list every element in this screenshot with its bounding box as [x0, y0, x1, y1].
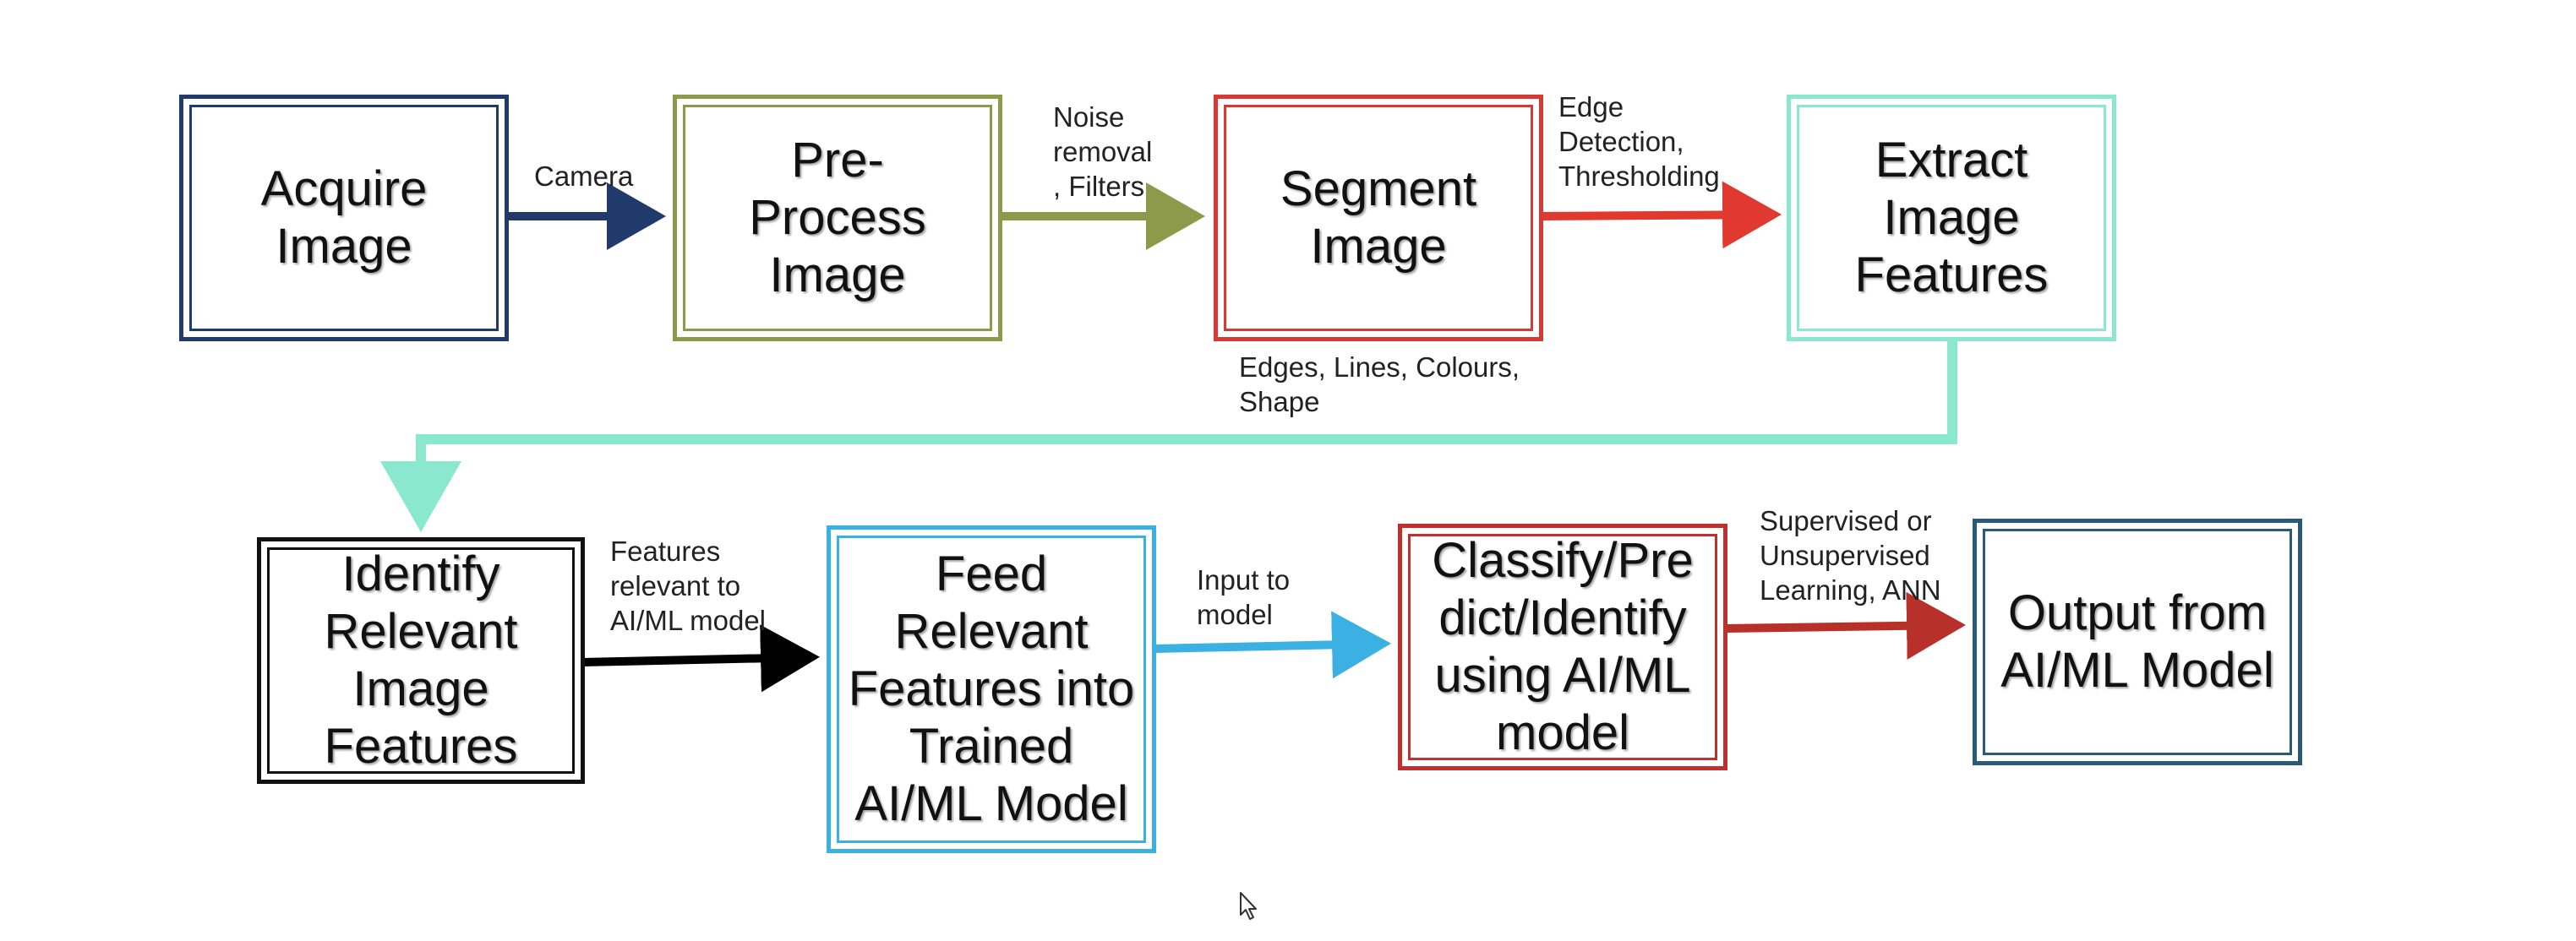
box-segment-image: Segment Image — [1214, 95, 1543, 341]
box-preprocess-image: Pre- Process Image — [673, 95, 1002, 341]
box-output-model-label: Output from AI/ML Model — [2000, 585, 2274, 698]
label-input-to-model: Input to model — [1197, 564, 1291, 630]
box-acquire-image-label: Acquire Image — [260, 161, 428, 274]
box-identify-relevant-features: Identify Relevant Image Features — [257, 537, 585, 784]
box-extract-image-features: Extract Image Features — [1787, 95, 2116, 341]
box-feed-features-label: Feed Relevant Features into Trained AI/M… — [848, 547, 1135, 831]
box-classify-predict-identify: Classify/Pre dict/Identify using AI/ML m… — [1398, 524, 1727, 770]
box-feed-features: Feed Relevant Features into Trained AI/M… — [827, 525, 1156, 853]
label-edges-lines: Edges, Lines, Colours, Shape — [1239, 351, 1520, 417]
box-segment-image-label: Segment Image — [1280, 161, 1477, 274]
arrow-identify-to-feed — [581, 624, 820, 693]
arrow-extract-to-identify — [380, 336, 1957, 532]
label-camera: Camera — [534, 160, 634, 192]
box-acquire-image: Acquire Image — [179, 95, 509, 341]
box-output-model: Output from AI/ML Model — [1973, 519, 2302, 765]
box-preprocess-image-label: Pre- Process Image — [749, 133, 926, 302]
arrow-classify-to-output — [1725, 591, 1966, 660]
box-identify-relevant-features-label: Identify Relevant Image Features — [324, 547, 518, 774]
arrow-feed-to-classify — [1154, 611, 1391, 679]
arrow-segment-to-extract — [1541, 181, 1782, 249]
label-supervised-learning: Supervised or Unsupervised Learning, ANN — [1760, 505, 1941, 606]
mouse-pointer-icon — [1240, 892, 1257, 920]
label-features-relevant: Features relevant to AI/ML model — [610, 536, 767, 636]
box-extract-image-features-label: Extract Image Features — [1854, 133, 2049, 302]
box-classify-predict-identify-label: Classify/Pre dict/Identify using AI/ML m… — [1432, 533, 1694, 760]
label-noise-removal: Noise removal , Filters — [1053, 101, 1153, 202]
label-edge-detection: Edge Detection, Thresholding — [1558, 91, 1720, 192]
